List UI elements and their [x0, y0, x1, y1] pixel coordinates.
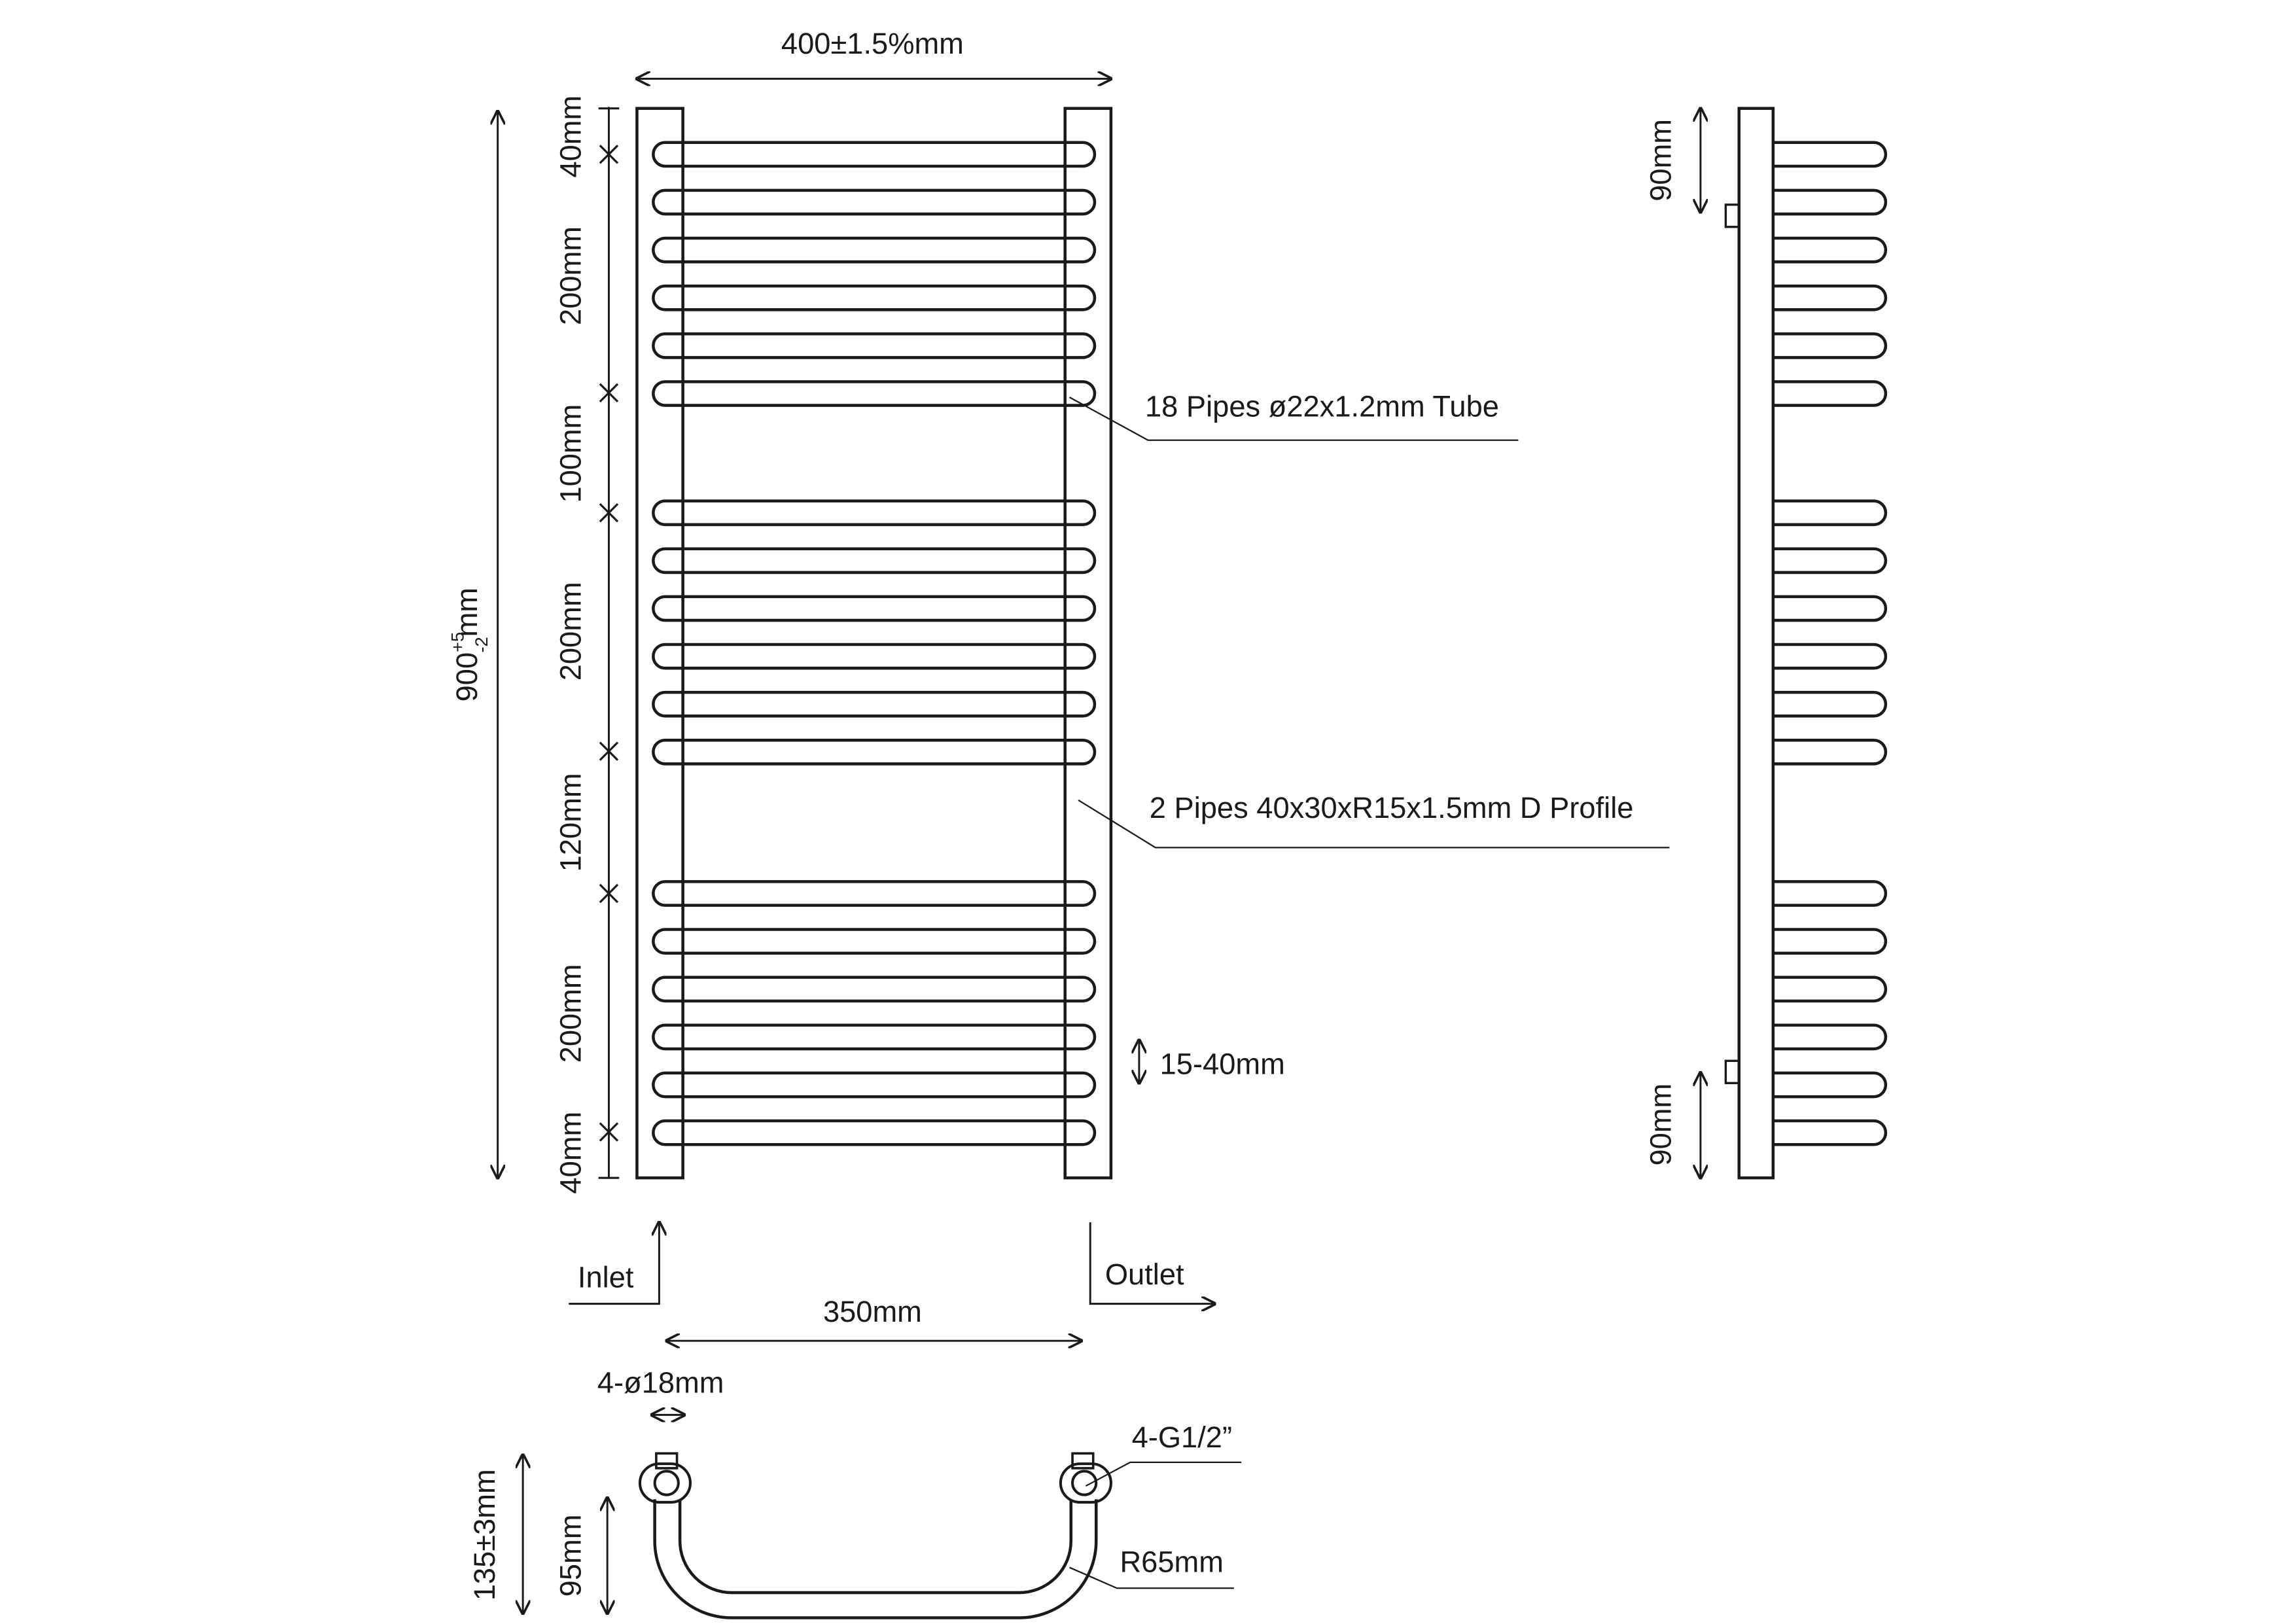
profile-callout-label: 2 Pipes 40x30xR15x1.5mm D Profile	[1150, 791, 1634, 824]
side-tube	[1773, 1071, 1888, 1099]
side-bracket-top	[1724, 203, 1740, 228]
front-tube	[652, 547, 1097, 574]
front-tube	[652, 976, 1097, 1003]
thread-label: 4-G1/2”	[1132, 1421, 1232, 1454]
depth-total-label: 135±3mm	[468, 1469, 501, 1600]
chain-tick	[599, 1122, 619, 1142]
front-tube	[652, 690, 1097, 718]
depth-pipe-label: 95mm	[554, 1515, 587, 1597]
side-bracket-bottom	[1724, 1059, 1740, 1084]
side-tube	[1773, 141, 1888, 168]
front-tube	[652, 332, 1097, 359]
front-tube	[652, 643, 1097, 670]
tube-callout-label: 18 Pipes ø22x1.2mm Tube	[1145, 390, 1499, 423]
side-tube	[1773, 188, 1888, 216]
side-tube	[1773, 499, 1888, 527]
front-tube	[652, 595, 1097, 622]
side-tube	[1773, 236, 1888, 264]
width-label: 400±1.5%mm	[781, 27, 964, 60]
front-tube	[652, 1119, 1097, 1146]
outlet-label: Outlet	[1105, 1258, 1184, 1291]
front-tube	[652, 380, 1097, 407]
front-tube	[652, 141, 1097, 168]
profile-callout: 2 Pipes 40x30xR15x1.5mm D Profile	[1078, 791, 1670, 849]
front-tube	[652, 928, 1097, 955]
front-tube	[652, 1071, 1097, 1099]
left-valve	[638, 1452, 692, 1504]
pipe-hole-label: 4-ø18mm	[597, 1366, 724, 1399]
side-tube	[1773, 643, 1888, 670]
pipe-centers-dimension: 350mm	[667, 1295, 1082, 1341]
side-view: 90mm 90mm	[1644, 107, 1888, 1180]
seg-gap1-label: 100mm	[554, 404, 587, 503]
chain-tick	[599, 383, 619, 403]
side-tube	[1773, 547, 1888, 574]
side-tube	[1773, 1023, 1888, 1051]
height-superscript: +5	[448, 632, 468, 652]
u-pipe-outer	[653, 1499, 1098, 1619]
seg-group2-label: 200mm	[554, 582, 587, 680]
side-profile	[1737, 107, 1775, 1180]
front-tube	[652, 284, 1097, 311]
seg-bottom-label: 40mm	[554, 1112, 587, 1194]
front-view	[635, 107, 1113, 1180]
inlet-marker: Inlet	[569, 1222, 659, 1305]
side-tubes	[1773, 141, 1888, 1146]
side-bottom-label: 90mm	[1644, 1084, 1678, 1166]
front-tube	[652, 499, 1097, 527]
right-valve	[1059, 1452, 1112, 1504]
front-tube	[652, 188, 1097, 216]
height-label: 900+5-2mm	[448, 588, 491, 701]
width-dimension: 400±1.5%mm	[637, 27, 1110, 79]
chain-tick	[599, 883, 619, 904]
side-tube	[1773, 1119, 1888, 1146]
seg-group3-label: 200mm	[554, 964, 587, 1063]
inlet-label: Inlet	[578, 1261, 634, 1294]
side-tube	[1773, 928, 1888, 955]
chain-tick	[599, 145, 619, 164]
side-tube	[1773, 332, 1888, 359]
height-subscript: -2	[471, 637, 491, 652]
seg-group1-label: 200mm	[554, 226, 587, 325]
side-tube	[1773, 880, 1888, 907]
height-unit: mm	[450, 588, 484, 637]
side-tube	[1773, 595, 1888, 622]
seg-top-label: 40mm	[554, 96, 587, 178]
chain-tick	[599, 503, 619, 523]
side-tube	[1773, 690, 1888, 718]
tube-callout: 18 Pipes ø22x1.2mm Tube	[1069, 390, 1519, 441]
front-tube	[652, 738, 1097, 766]
height-dimension: 900+5-2mm	[448, 111, 498, 1178]
bottom-view: 4-ø18mm 4-G1/2” R65mm 135±3mm 95mm	[468, 1366, 1242, 1619]
height-base: 900	[450, 652, 484, 702]
side-tube	[1773, 284, 1888, 311]
side-tube	[1773, 976, 1888, 1003]
pipe-centers-label: 350mm	[823, 1295, 922, 1328]
front-tube	[652, 880, 1097, 907]
wall-gap-dimension: 15-40mm	[1139, 1040, 1285, 1084]
segment-dimension-chain: 40mm 200mm 100mm 200mm 120mm 200mm 40mm	[554, 96, 620, 1194]
seg-gap2-label: 120mm	[554, 773, 587, 872]
wall-gap-label: 15-40mm	[1160, 1048, 1285, 1081]
side-tube	[1773, 738, 1888, 766]
side-tube	[1773, 380, 1888, 407]
front-tube	[652, 236, 1097, 264]
chain-tick	[599, 741, 619, 761]
u-pipe-inner	[678, 1499, 1073, 1595]
front-tube	[652, 1023, 1097, 1051]
side-top-label: 90mm	[1644, 119, 1678, 202]
outlet-marker: Outlet	[1089, 1222, 1214, 1304]
radius-label: R65mm	[1120, 1545, 1223, 1578]
front-tubes	[652, 141, 1097, 1146]
